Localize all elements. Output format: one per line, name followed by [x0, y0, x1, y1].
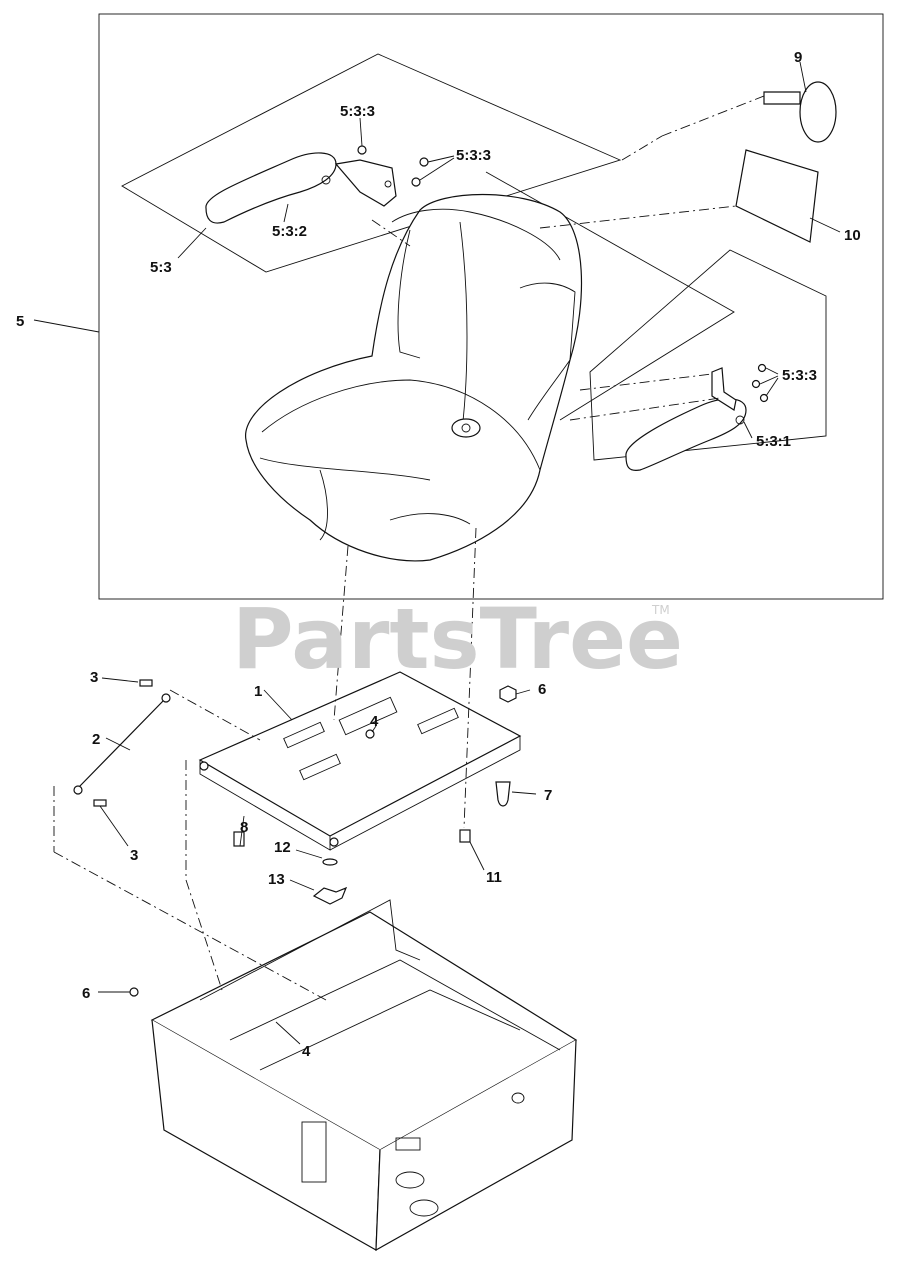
left-armrest-plane — [121, 53, 622, 273]
seat-rod — [73, 679, 171, 807]
seat-plane — [485, 171, 735, 421]
small-hardware — [129, 685, 517, 1023]
callout-9: 9 — [794, 49, 802, 66]
callout-4-top: 4 — [370, 713, 379, 730]
callout-3-bottom: 3 — [130, 847, 138, 864]
seat-assembly-frame — [98, 13, 884, 600]
callout-6-top: 6 — [538, 681, 546, 698]
chassis-frame — [150, 899, 578, 1252]
callout-5: 5 — [16, 313, 24, 330]
right-armrest — [625, 367, 747, 471]
alignment-lines — [53, 95, 765, 1001]
left-armrest — [205, 152, 397, 224]
callout-3-top: 3 — [90, 669, 98, 686]
callout-5-3-3-mid: 5:3:3 — [456, 147, 491, 164]
leader-lines — [33, 61, 841, 1045]
callout-5-3-3-right: 5:3:3 — [782, 367, 817, 384]
callout-6-bottom: 6 — [82, 985, 90, 1002]
callout-12: 12 — [274, 839, 291, 856]
callout-5-3-2: 5:3:2 — [272, 223, 307, 240]
seat-decal — [735, 149, 819, 243]
seat-plate — [198, 671, 522, 851]
seat-key-part — [763, 81, 837, 143]
seat — [245, 193, 583, 562]
callout-2: 2 — [92, 731, 100, 748]
callout-8: 8 — [240, 819, 248, 836]
callout-5-3: 5:3 — [150, 259, 172, 276]
callout-10: 10 — [844, 227, 861, 244]
watermark-text: PartsTree — [232, 590, 683, 688]
callout-4-bottom: 4 — [302, 1043, 311, 1060]
nut-hardware-group — [357, 145, 769, 403]
trademark-mark: TM — [651, 603, 670, 617]
right-armrest-plane — [589, 249, 827, 461]
callout-5-3-3-top: 5:3:3 — [340, 103, 375, 120]
callout-11: 11 — [486, 869, 502, 886]
callout-13: 13 — [268, 871, 285, 888]
callout-7: 7 — [544, 787, 552, 804]
callout-1: 1 — [254, 683, 262, 700]
callout-5-3-1: 5:3:1 — [756, 433, 791, 450]
